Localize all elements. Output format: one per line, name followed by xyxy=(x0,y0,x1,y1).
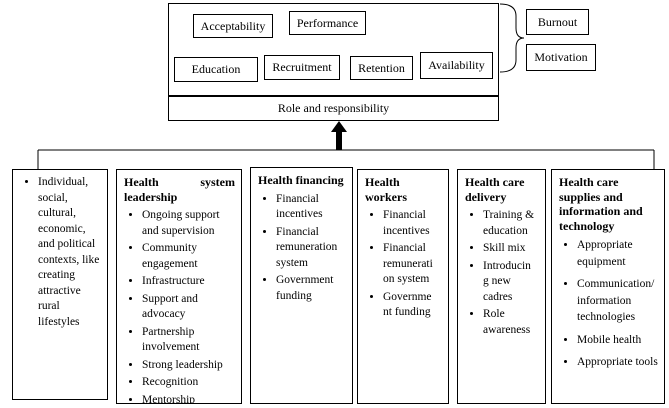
leadership-list: Ongoing support and supervision Communit… xyxy=(124,208,235,404)
list-item: Financial remunerati on system xyxy=(383,241,442,288)
curly-brace xyxy=(499,3,525,73)
factor-recruitment: Recruitment xyxy=(264,55,340,80)
column-title: Health workers xyxy=(365,175,407,204)
list-item: Support and advocacy xyxy=(142,292,235,323)
list-item: Communication/ information technologies xyxy=(577,276,658,326)
column-title: Health care delivery xyxy=(465,175,525,204)
column-health-care-delivery: Health care delivery Training & educatio… xyxy=(457,169,546,404)
list-item: Training & education xyxy=(483,208,539,239)
list-item: Financial incentives xyxy=(276,192,346,223)
column-health-system-leadership: Health system leadership Ongoing support… xyxy=(116,169,242,404)
factor-acceptability: Acceptability xyxy=(193,14,273,38)
factor-retention: Retention xyxy=(350,56,413,80)
arrow-shaft xyxy=(336,131,342,150)
list-item: Governme nt funding xyxy=(383,290,442,321)
outcome-burnout: Burnout xyxy=(526,9,589,35)
list-item: Skill mix xyxy=(483,241,539,257)
column-title: Health system leadership xyxy=(124,175,235,204)
delivery-list: Training & education Skill mix Introduci… xyxy=(465,208,539,338)
list-item: Individual, social, cultural, economic, … xyxy=(38,175,101,330)
context-list: Individual, social, cultural, economic, … xyxy=(20,175,101,330)
list-item: Government funding xyxy=(276,273,346,304)
list-item: Introducin g new cadres xyxy=(483,259,539,306)
list-item: Appropriate equipment xyxy=(577,237,658,270)
list-item: Financial remuneration system xyxy=(276,225,346,272)
financing-list: Financial incentives Financial remunerat… xyxy=(258,192,346,305)
list-item: Recognition xyxy=(142,375,235,391)
supplies-list: Appropriate equipment Communication/ inf… xyxy=(559,237,658,371)
factor-performance: Performance xyxy=(289,11,366,35)
factor-availability: Availability xyxy=(420,52,493,79)
list-item: Mentorship xyxy=(142,393,235,404)
list-item: Appropriate tools xyxy=(577,354,658,371)
outcome-motivation: Motivation xyxy=(526,44,596,71)
role-responsibility-box: Role and responsibility xyxy=(168,96,499,121)
column-title: Health care supplies and information and… xyxy=(559,175,643,233)
list-item: Partnership involvement xyxy=(142,325,235,356)
workers-list: Financial incentives Financial remunerat… xyxy=(365,208,442,321)
column-title: Health financing xyxy=(258,173,344,187)
list-item: Community engagement xyxy=(142,241,235,272)
list-item: Ongoing support and supervision xyxy=(142,208,235,239)
column-health-financing: Health financing Financial incentives Fi… xyxy=(250,167,353,404)
factor-education: Education xyxy=(174,57,258,82)
list-item: Financial incentives xyxy=(383,208,442,239)
list-item: Strong leadership xyxy=(142,358,235,374)
column-context: Individual, social, cultural, economic, … xyxy=(12,169,108,400)
list-item: Role awareness xyxy=(483,307,539,338)
list-item: Mobile health xyxy=(577,332,658,349)
list-item: Infrastructure xyxy=(142,274,235,290)
arrow-head xyxy=(331,121,347,132)
column-supplies-technology: Health care supplies and information and… xyxy=(551,169,665,404)
column-health-workers: Health workers Financial incentives Fina… xyxy=(357,169,449,404)
